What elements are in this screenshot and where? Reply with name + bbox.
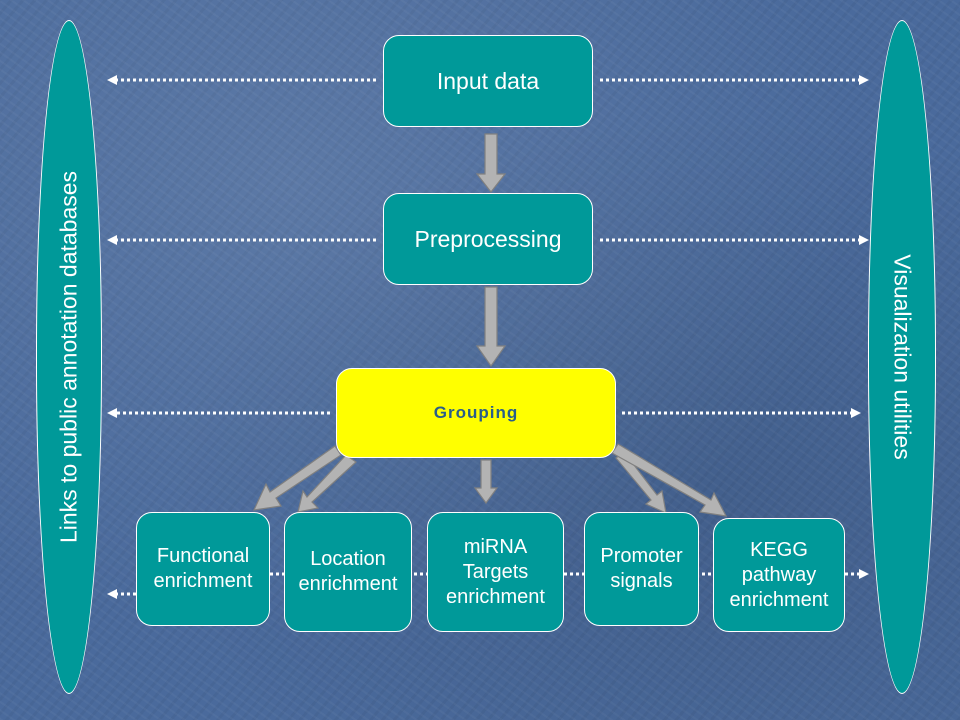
location-enrichment-label: Location enrichment: [298, 548, 398, 595]
mirna-targets-enrichment-label: miRNA Targets enrichment: [446, 535, 545, 608]
preprocessing-node: Preprocessing: [383, 193, 593, 285]
functional-enrichment-node: Functional enrichment: [136, 512, 270, 626]
arrow-pre-to-group: [475, 286, 507, 368]
annotation-databases-bar: Links to public annotation databases: [36, 20, 102, 694]
promoter-signals-label: Promoter signals: [600, 545, 683, 592]
input-data-node: Input data: [383, 35, 593, 127]
visualization-utilities-bar: Visualization utilities: [868, 20, 936, 694]
functional-enrichment-label: Functional enrichment: [153, 545, 253, 592]
mirna-targets-enrichment-node: miRNA Targets enrichment: [427, 512, 564, 632]
arrow-group-to-functional: [252, 445, 342, 511]
visualization-utilities-label: Visualization utilities: [889, 254, 916, 460]
kegg-pathway-enrichment-label: KEGG pathway enrichment: [729, 538, 829, 611]
arrow-group-to-kegg: [611, 443, 728, 517]
arrow-group-to-mirna: [473, 459, 499, 505]
kegg-pathway-enrichment-node: KEGG pathway enrichment: [713, 518, 845, 632]
preprocessing-label: Preprocessing: [414, 225, 562, 252]
annotation-databases-label: Links to public annotation databases: [55, 170, 82, 544]
grouping-label: Grouping: [433, 403, 519, 423]
location-enrichment-node: Location enrichment: [284, 512, 412, 632]
grouping-node: Grouping: [336, 368, 616, 458]
input-data-label: Input data: [436, 67, 540, 94]
arrow-group-to-location: [297, 454, 357, 513]
promoter-signals-node: Promoter signals: [584, 512, 699, 626]
arrow-input-to-pre: [475, 133, 507, 193]
